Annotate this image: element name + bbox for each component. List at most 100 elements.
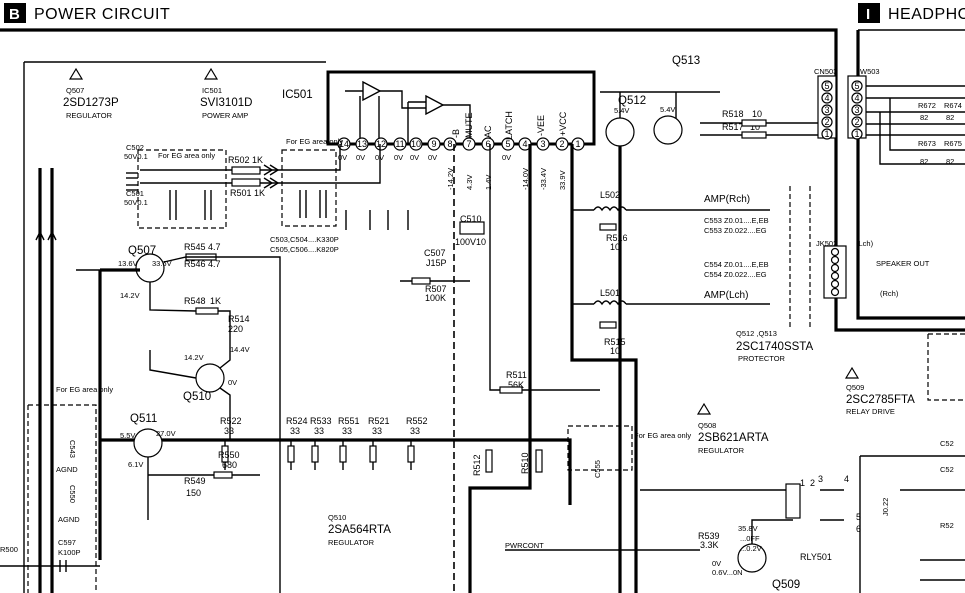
resistor-ref: R552	[406, 416, 428, 426]
svg-text:C553 Z0.022....EG: C553 Z0.022....EG	[704, 226, 767, 235]
svg-text:PROTECTOR: PROTECTOR	[738, 354, 786, 363]
ic501-pin-voltage: 0V	[428, 153, 437, 162]
ic501-pin-voltage: 33.9V	[558, 170, 567, 190]
svg-text:C507: C507	[424, 248, 446, 258]
cap-c510	[459, 221, 485, 235]
ic501-pin-voltage: 1.4V	[484, 175, 493, 190]
svg-text:R507: R507	[425, 284, 447, 294]
svg-text:100K: 100K	[425, 293, 446, 303]
svg-text:C553 Z0.01....E,EB: C553 Z0.01....E,EB	[704, 216, 769, 225]
svg-text:R546: R546	[184, 259, 206, 269]
ic501-pin-number: 12	[376, 139, 386, 149]
svg-text:10: 10	[610, 346, 620, 356]
svg-text:(Lch): (Lch)	[856, 239, 874, 248]
pin-name-vcc: +VCC	[558, 111, 568, 136]
speaker-out-label: SPEAKER OUT	[876, 259, 930, 268]
w503-pin-3	[851, 104, 863, 116]
ic501-pin-number: 7	[466, 139, 471, 149]
resistor-value: 33	[342, 426, 352, 436]
resistor-value: 33	[224, 426, 234, 436]
w503-pin-5	[851, 80, 863, 92]
svg-text:C554 Z0.01....E,EB: C554 Z0.01....E,EB	[704, 260, 769, 269]
note-q507: Q507 2SD1273P REGULATOR	[63, 67, 119, 120]
svg-text:C501: C501	[126, 189, 144, 198]
resistor-value: 33	[372, 426, 382, 436]
svg-text:14.2V: 14.2V	[184, 353, 204, 362]
frame-border	[0, 28, 965, 332]
svg-text:C502: C502	[126, 143, 144, 152]
svg-text:220: 220	[228, 324, 243, 334]
ic501-pin-number: 2	[559, 139, 564, 149]
svg-text:5.5V: 5.5V	[120, 431, 135, 440]
svg-text:R500: R500	[0, 545, 18, 554]
resistor-r564	[741, 131, 767, 139]
svg-text:R674: R674	[944, 101, 962, 110]
svg-text:REGULATOR: REGULATOR	[328, 538, 375, 547]
cap-note-1: C503,C504....K330P	[270, 235, 339, 244]
eg-box-c597	[567, 425, 633, 471]
svg-text:R518: R518	[722, 109, 744, 119]
svg-text:5.4V: 5.4V	[614, 106, 629, 115]
svg-text:Q511: Q511	[130, 413, 157, 425]
ic501-pin-5	[501, 137, 515, 151]
svg-text:C597: C597	[58, 538, 76, 547]
svg-text:For EG area only: For EG area only	[634, 431, 691, 440]
svg-text:REGULATOR: REGULATOR	[66, 111, 113, 120]
ic501-pin-number: 4	[522, 139, 527, 149]
resistor-r518	[599, 223, 617, 231]
section-title-headphone: HEADPHO	[888, 6, 965, 23]
jk502-pins	[830, 247, 840, 297]
relay-label: RLY501	[800, 552, 832, 562]
ic501-pin-6	[481, 137, 495, 151]
pwrcont-label: PWRCONT	[505, 541, 544, 550]
svg-text:...0FF: ...0FF	[740, 534, 760, 543]
cn503-pin-number: 4	[824, 93, 829, 103]
ic501-pin-number: 3	[540, 139, 545, 149]
svg-text:27.0V: 27.0V	[156, 429, 176, 438]
svg-text:0V: 0V	[228, 378, 237, 387]
svg-text:82: 82	[946, 157, 954, 166]
note-q509: Q509 2SC2785FTA RELAY DRIVE	[844, 366, 915, 416]
resistor-r507	[411, 277, 431, 285]
svg-text:82: 82	[946, 113, 954, 122]
w503-pin-number: 2	[854, 117, 859, 127]
resistor-r521	[369, 445, 377, 463]
cn503-pin-number: 1	[824, 129, 829, 139]
resistor-ref: R551	[338, 416, 360, 426]
ic501-pin-number: 9	[431, 139, 436, 149]
section-i-letter: I	[866, 6, 870, 23]
svg-text:3.3K: 3.3K	[700, 540, 719, 550]
w503-pin-2	[851, 116, 863, 128]
svg-text:JK502: JK502	[816, 239, 837, 248]
resistor-r512	[485, 449, 493, 473]
resistor-r501	[231, 178, 261, 187]
svg-text:33.6V: 33.6V	[152, 259, 172, 268]
svg-text:C52: C52	[940, 439, 954, 448]
svg-text:R673: R673	[918, 139, 936, 148]
svg-text:2SB621ARTA: 2SB621ARTA	[698, 432, 769, 444]
ic501-pin-number: 1	[575, 139, 580, 149]
svg-text:10: 10	[750, 122, 760, 132]
resistor-ref: R522	[220, 416, 242, 426]
svg-text:50V0.1: 50V0.1	[124, 152, 148, 161]
relay-pin-number: 2	[810, 478, 815, 488]
cn503-pin-number: 2	[824, 117, 829, 127]
svg-text:82: 82	[920, 157, 928, 166]
svg-text:R511: R511	[506, 370, 527, 380]
svg-text:R545: R545	[184, 242, 206, 252]
svg-text:C550: C550	[68, 485, 77, 503]
svg-text:AGND: AGND	[58, 515, 80, 524]
ic501-pin-11	[393, 137, 407, 151]
svg-text:2SD1273P: 2SD1273P	[63, 97, 119, 109]
svg-text:4.7: 4.7	[208, 242, 221, 252]
svg-text:2SC2785FTA: 2SC2785FTA	[846, 394, 915, 406]
svg-text:J15P: J15P	[426, 258, 447, 268]
svg-text:R52: R52	[940, 521, 954, 530]
svg-text:4.7: 4.7	[208, 259, 221, 269]
cn503-pin-1	[821, 128, 833, 140]
svg-text:Q508: Q508	[698, 421, 716, 430]
svg-text:100V10: 100V10	[455, 237, 486, 247]
eg-note-2: For EG area only	[286, 137, 343, 146]
